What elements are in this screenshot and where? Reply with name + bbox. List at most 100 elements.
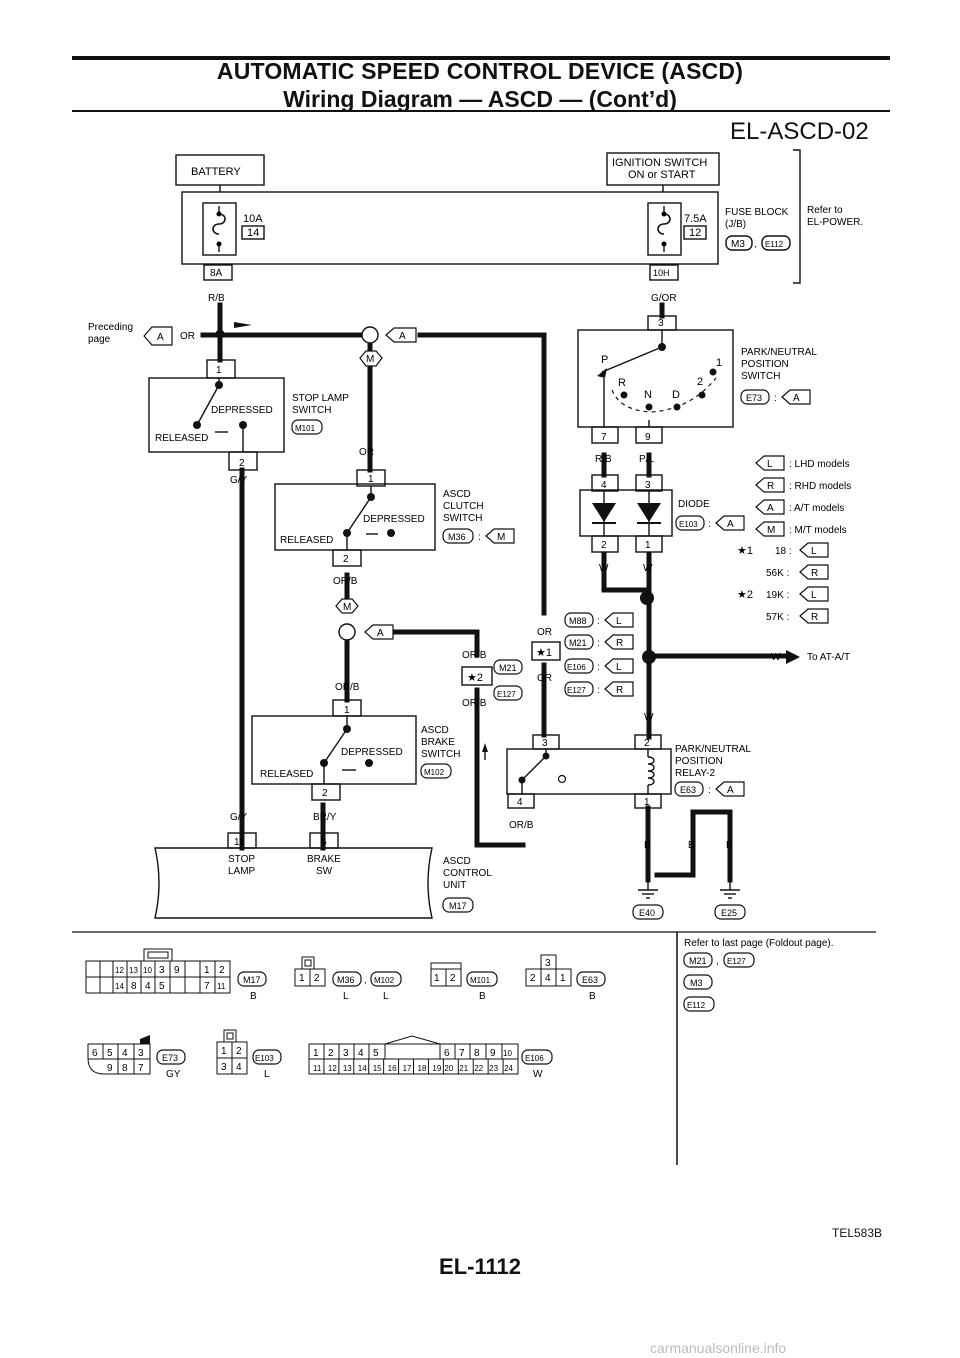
tag-a-2: A	[377, 628, 384, 639]
ecu-wire-gy: G/Y	[230, 812, 248, 823]
conn-list-4: E127	[567, 686, 586, 695]
ecu-stop-2: LAMP	[228, 866, 256, 877]
tag-m-2: M	[343, 602, 351, 613]
star-1: ★1	[737, 545, 753, 557]
pnp-pin9: 9	[645, 432, 651, 443]
star1-label: ★1	[536, 647, 552, 659]
refer-comma: ,	[716, 956, 719, 967]
conn-e112: E112	[765, 240, 784, 249]
m36-comma: ,	[364, 975, 367, 986]
m17-t7: 2	[219, 965, 225, 976]
pnp-name-2: POSITION	[741, 359, 789, 370]
star-tag-1: L	[811, 546, 817, 557]
at-text: To AT-A/T	[807, 652, 850, 663]
ground-b3: B	[726, 840, 733, 851]
page-title: AUTOMATIC SPEED CONTROL DEVICE (ASCD)	[216, 58, 744, 84]
e63-b2: 1	[560, 973, 566, 984]
stop-pin2: 2	[239, 458, 245, 469]
page-number: EL-1112	[439, 1254, 521, 1279]
ignition-label: IGNITION SWITCH	[612, 157, 707, 169]
ecu-pin5: 5	[321, 837, 327, 848]
e103-color: L	[264, 1069, 270, 1080]
m17-b3: 5	[159, 981, 165, 992]
e103-label: E103	[255, 1054, 274, 1063]
brake-conn: M102	[424, 768, 445, 777]
e63-color: B	[589, 991, 596, 1002]
m17-b0: 14	[115, 982, 124, 991]
fuse-block-label: FUSE BLOCK	[725, 207, 789, 218]
e63-b0: 2	[530, 973, 536, 984]
pnp-name: PARK/NEUTRAL	[741, 347, 817, 358]
m17-t4: 9	[174, 965, 180, 976]
e106-pin: 21	[459, 1064, 468, 1073]
star2-conn1: M21	[499, 663, 517, 673]
e106-pin: 24	[504, 1064, 513, 1073]
header-rule	[72, 56, 890, 60]
m36-label: M36	[337, 975, 355, 985]
clutch-depressed: DEPRESSED	[363, 514, 425, 525]
refer-foldout: Refer to last page (Foldout page).	[684, 938, 834, 949]
e73-b0: 9	[107, 1063, 113, 1074]
diode-pin1: 1	[645, 540, 651, 551]
stop-conn: M101	[295, 424, 316, 433]
e106-pin: 2	[328, 1048, 334, 1059]
pnp-name-3: SWITCH	[741, 371, 780, 382]
e63-b1: 4	[545, 973, 551, 984]
brake-wire-bry: BR/Y	[313, 812, 337, 823]
e106-pin: 22	[474, 1064, 483, 1073]
pnp-p: P	[601, 354, 608, 366]
legend-text-m: : M/T models	[789, 525, 847, 536]
m101-label: M101	[470, 976, 491, 985]
preceding-label-2: page	[88, 334, 111, 345]
star2-wire-bot: OR/B	[462, 698, 487, 709]
brake-name-3: SWITCH	[421, 749, 460, 760]
conn-colon-3: :	[597, 662, 600, 673]
e106-pin: 23	[489, 1064, 498, 1073]
m17-t2: 10	[143, 966, 152, 975]
pnp-pin7: 7	[601, 432, 607, 443]
conn-colon-4: :	[597, 685, 600, 696]
stop-depressed: DEPRESSED	[211, 405, 273, 416]
ecu-brake-2: SW	[316, 866, 333, 877]
e103-t1: 2	[236, 1046, 242, 1057]
connector-m17	[85, 948, 231, 994]
e63-top: 3	[545, 958, 551, 969]
m17-t6: 1	[204, 965, 210, 976]
refer-e112: E112	[687, 1001, 706, 1010]
clutch-wire-or: OR	[359, 447, 374, 458]
brake-pin2: 2	[322, 788, 328, 799]
relay-model: A	[727, 785, 734, 796]
legend-text-a: : A/T models	[789, 503, 844, 514]
header-rule-bottom	[72, 110, 890, 112]
e103-b1: 4	[236, 1062, 242, 1073]
fuse-block-label-2: (J/B)	[725, 219, 746, 230]
star2-wire-top: OR/B	[462, 650, 487, 661]
e106-pin: 16	[388, 1064, 397, 1073]
brake-name-2: BRAKE	[421, 737, 455, 748]
wire-or-top: OR	[180, 331, 195, 342]
e106-pin: 18	[418, 1064, 427, 1073]
pnp-colon: :	[774, 393, 777, 404]
ground-b1: B	[644, 840, 651, 851]
e106-pin: 1	[313, 1048, 319, 1059]
brake-wire-orb: OR/B	[335, 682, 360, 693]
clutch-released: RELEASED	[280, 535, 333, 546]
ecu-name-2: CONTROL	[443, 868, 492, 879]
m36-c0: 1	[299, 973, 305, 984]
e73-t0: 6	[92, 1048, 98, 1059]
e106-label: E106	[525, 1054, 544, 1063]
wire-w-relay: W	[644, 712, 654, 723]
refer-m21: M21	[689, 956, 707, 966]
clutch-pin1: 1	[368, 474, 374, 485]
star-table: ★1 18 : L 56K : R ★2 19K : L 57K : R	[737, 542, 829, 624]
conn-colon-2: :	[597, 638, 600, 649]
m36-c1: 2	[314, 973, 320, 984]
ecu-name: ASCD	[443, 856, 471, 867]
m102-color: L	[383, 991, 389, 1002]
relay-colon: :	[708, 785, 711, 796]
clutch-conn: M36	[448, 532, 466, 542]
e73-t1: 5	[107, 1048, 113, 1059]
diode-pin4: 4	[601, 480, 607, 491]
